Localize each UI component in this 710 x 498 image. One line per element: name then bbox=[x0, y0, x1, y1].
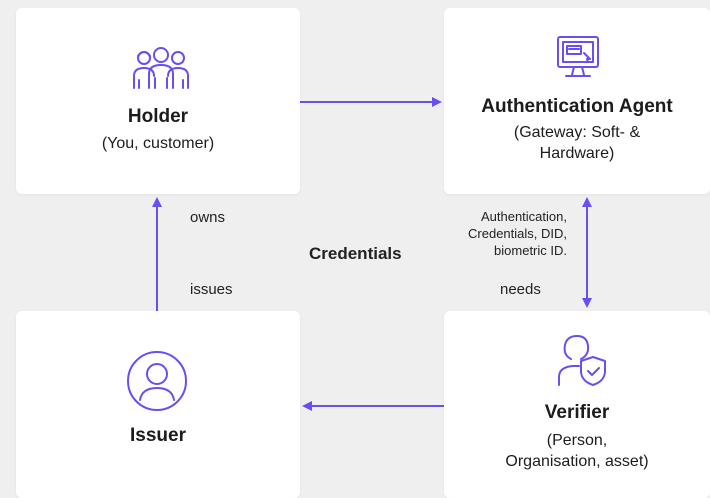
verifier-subtitle-line-1: (Person, bbox=[546, 432, 608, 449]
agent-subtitle-line-1: (Gateway: Soft- & bbox=[513, 124, 641, 141]
edge-label-owns: owns bbox=[190, 209, 226, 226]
user-circle-icon bbox=[127, 351, 187, 411]
credentials-detail-line-2: Credentials, DID, bbox=[468, 226, 567, 241]
holder-card: Holder (You, customer) bbox=[16, 8, 300, 194]
agent-title: Authentication Agent bbox=[481, 96, 673, 117]
verifier-title: Verifier bbox=[544, 402, 610, 423]
edge-label-issues: issues bbox=[190, 281, 233, 298]
user-shield-check-icon bbox=[558, 335, 606, 386]
credentials-detail-line-3: biometric ID. bbox=[494, 243, 567, 258]
edge-label-needs: needs bbox=[500, 281, 541, 298]
credentials-detail-line-1: Authentication, bbox=[480, 209, 567, 224]
verifier-card: Verifier (Person, Organisation, asset) bbox=[444, 311, 710, 498]
holder-subtitle: (You, customer) bbox=[101, 135, 215, 152]
computer-monitor-icon bbox=[557, 36, 599, 77]
holder-title: Holder bbox=[127, 106, 189, 127]
agent-subtitle-line-2: Hardware) bbox=[539, 145, 615, 162]
people-group-icon bbox=[133, 47, 189, 89]
verifier-subtitle-line-2: Organisation, asset) bbox=[505, 453, 649, 470]
issuer-title: Issuer bbox=[130, 425, 186, 446]
issuer-card: Issuer bbox=[16, 311, 300, 498]
authentication-agent-card: Authentication Agent (Gateway: Soft- & H… bbox=[444, 8, 710, 194]
credentials-detail: Authentication, Credentials, DID, biomet… bbox=[468, 208, 567, 259]
edge-label-credentials: Credentials bbox=[309, 244, 402, 263]
